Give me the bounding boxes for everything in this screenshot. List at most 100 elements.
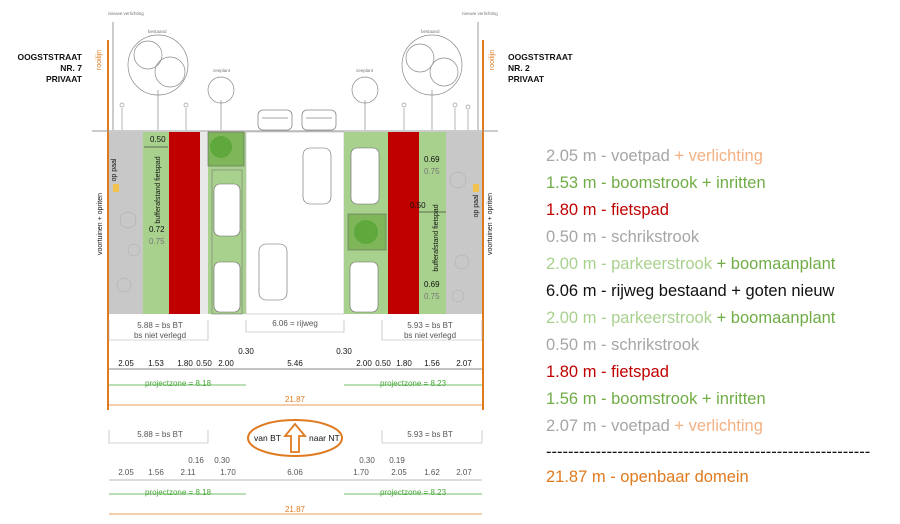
bs-left-existing: 5.88 = bs BT	[137, 430, 183, 439]
buffer-left-val-mid: 0.72	[149, 225, 165, 234]
op-paal-right: op paal	[473, 194, 480, 217]
arrow-up-icon	[283, 422, 307, 453]
dim-proposed-0: 2.05	[118, 359, 134, 368]
car-plan-left-1	[213, 183, 241, 237]
legend-value: 0.50 m -	[546, 336, 612, 354]
owner-left: OOGSTSTRAAT NR. 7 PRIVAAT	[8, 52, 82, 85]
arrow-to: naar NT	[309, 433, 340, 443]
dim-existing-6: 2.05	[391, 468, 407, 477]
buffer-right-val-top: 0.69	[424, 155, 440, 164]
legend-extra: + verlichting	[669, 147, 763, 165]
owner-right-line2: NR. 2	[508, 63, 530, 73]
small-dim-030b: 0.30	[359, 456, 375, 465]
legend-main: voetpad	[611, 417, 670, 435]
dim-030-right: 0.30	[336, 347, 352, 356]
dim-existing-3: 1.70	[220, 468, 236, 477]
small-dim-019: 0.19	[389, 456, 405, 465]
dim-proposed-9: 1.56	[424, 359, 440, 368]
bs-right-bracket-existing	[381, 430, 483, 444]
projectzone-left: projectzone = 8.18	[145, 379, 212, 388]
owner-left-line1: OOGSTSTRAAT	[17, 52, 82, 62]
zeeplant-left-label: zeeplant	[213, 68, 231, 73]
dim-proposed-10: 2.07	[456, 359, 472, 368]
legend-row: 2.00 m - parkeerstrook + boomaanplant	[546, 251, 896, 278]
tree-left-large	[127, 34, 189, 130]
legend-value: 2.07 m -	[546, 417, 612, 435]
legend-value: 1.80 m -	[546, 363, 612, 381]
arrow-from: van BT	[254, 433, 281, 443]
lamp-label-right: nieuwe verlichting	[462, 11, 498, 16]
op-paal-left: op paal	[111, 158, 118, 181]
legend-value: 0.50 m -	[546, 228, 612, 246]
legend-main: parkeerstrook	[611, 255, 712, 273]
legend-main: schrikstrook	[611, 228, 700, 246]
strip-boomstrook-right	[419, 132, 446, 314]
strip-fietspad-left	[169, 132, 200, 314]
legend-extra: + inritten	[697, 174, 766, 192]
dim-proposed-2: 1.80	[177, 359, 193, 368]
dim-proposed-3: 0.50	[196, 359, 212, 368]
bs-left-bracket	[108, 320, 209, 341]
legend-row: 2.00 m - parkeerstrook + boomaanplant	[546, 305, 896, 332]
buffer-right-label: bufferafstand fietspad	[433, 204, 440, 271]
legend-row: 0.50 m - schrikstrook	[546, 224, 896, 251]
legend-main: fietspad	[611, 201, 669, 219]
bs-right-bracket	[381, 320, 483, 341]
tree-left-small	[207, 76, 235, 130]
tree-crown-right	[354, 220, 378, 244]
legend-value: 2.05 m -	[546, 147, 612, 165]
total-existing: 21.87	[285, 505, 306, 514]
owner-left-line2: NR. 7	[60, 63, 82, 73]
small-dim-030a: 0.30	[214, 456, 230, 465]
strip-schrik-left	[200, 132, 208, 314]
lamp-post-right: nieuwe verlichting	[462, 11, 498, 130]
total-proposed: 21.87	[285, 395, 306, 404]
legend-row: 1.56 m - boomstrook + inritten	[546, 386, 896, 413]
dim-existing-8: 2.07	[456, 468, 472, 477]
tree-left-label: bestaand	[148, 29, 167, 34]
transition-ellipse	[247, 419, 343, 457]
car-plan-right-2	[349, 261, 379, 313]
owner-left-line3: PRIVAAT	[45, 74, 82, 84]
legend-row: 1.53 m - boomstrook + inritten	[546, 170, 896, 197]
legend-value: 1.53 m -	[546, 174, 612, 192]
legend-value: 2.00 m -	[546, 309, 612, 327]
dim-existing-0: 2.05	[118, 468, 134, 477]
dim-existing-2: 2.11	[181, 468, 197, 477]
legend-main: fietspad	[611, 363, 669, 381]
projectzone-left-existing: projectzone = 8.18	[145, 488, 212, 497]
tree-right-label: bestaand	[421, 29, 440, 34]
shrub-left	[116, 211, 141, 293]
voortuinen-right: voortuinen + opriten	[487, 193, 494, 255]
legend-extra: + boomaanplant	[712, 255, 836, 273]
tree-right-large	[401, 34, 463, 130]
owner-right: OOGSTSTRAAT NR. 2 PRIVAAT	[508, 52, 573, 85]
legend-value: 2.00 m -	[546, 255, 612, 273]
tree-crown-left	[210, 136, 232, 158]
dim-proposed-7: 0.50	[375, 359, 391, 368]
owner-right-line1: OOGSTSTRAAT	[508, 52, 573, 62]
legend-row: 2.07 m - voetpad + verlichting	[546, 413, 896, 440]
bs-right-label: 5.93 = bs BT	[407, 321, 453, 330]
bs-left-sub: bs niet verlegd	[134, 331, 186, 340]
dim-proposed-6: 2.00	[356, 359, 372, 368]
buffer-right-val-bot-old: 0.75	[424, 292, 440, 301]
buffer-left-val-mid-old: 0.75	[149, 237, 165, 246]
legend-row: 1.80 m - fietspad	[546, 197, 896, 224]
legend-total: 21.87 m - openbaar domein	[546, 468, 749, 486]
bs-left-bracket-existing	[108, 430, 209, 444]
legend-main: schrikstrook	[611, 336, 700, 354]
legend-row: 2.05 m - voetpad + verlichting	[546, 143, 896, 170]
car-elevation-2	[301, 109, 337, 131]
lamp-label-left: nieuwe verlichting	[108, 11, 144, 16]
road-bracket	[245, 320, 345, 333]
shrub-right	[449, 171, 470, 303]
legend-row: 1.80 m - fietspad	[546, 359, 896, 386]
strip-boomstrook-left	[143, 132, 169, 314]
lamp-icon-left	[113, 184, 119, 192]
car-plan-road-2	[258, 243, 288, 301]
